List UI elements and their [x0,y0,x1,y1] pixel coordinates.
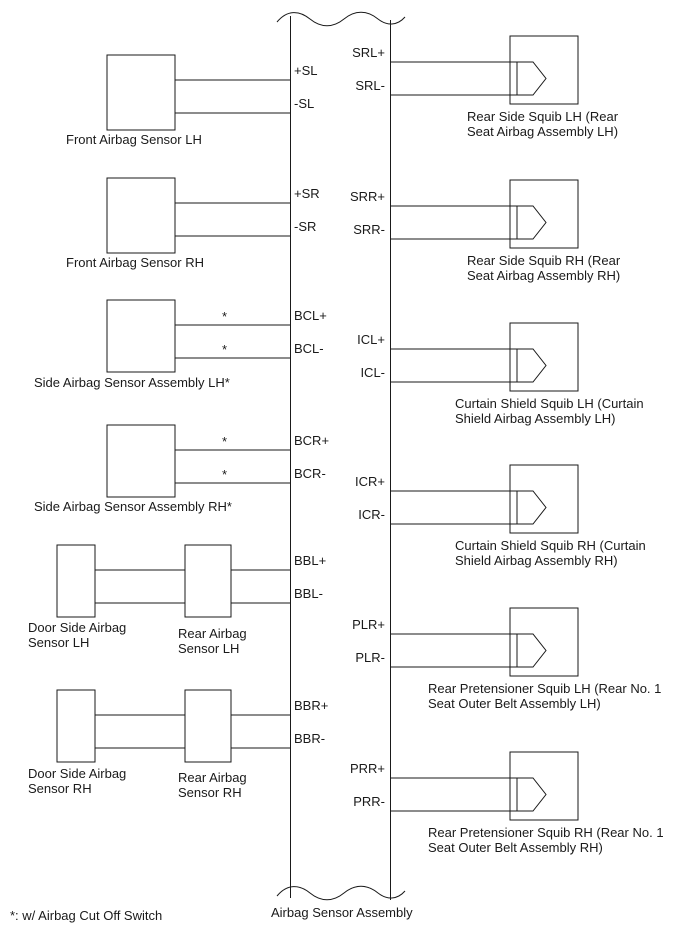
wire-asterisk: * [222,467,228,482]
pin-bbl-plus: BBL+ [294,553,327,568]
airbag-sensor-assembly-label: Airbag Sensor Assembly [271,905,413,920]
door-side-airbag-sensor-lh-label: Door Side Airbag Sensor LH [28,620,127,651]
rear-pretensioner-squib-rh-label: Rear Pretensioner Squib RH (Rear No. 1 S… [428,825,664,856]
squib-connector-icon [516,205,547,240]
pin-bcl-minus: BCL- [294,341,324,356]
pin-sr-minus: -SR [294,219,317,234]
rear-side-squib-rh-box [509,179,579,249]
rear-airbag-sensor-lh-box [184,544,232,618]
wire-asterisk: * [222,434,228,449]
left-wires [95,79,290,749]
curtain-shield-squib-rh-box [509,464,579,534]
airbag-sensor-assembly-box [276,11,406,901]
squib-connector-icon [516,61,547,96]
footnote: *: w/ Airbag Cut Off Switch [10,908,163,923]
front-airbag-sensor-lh-label: Front Airbag Sensor LH [66,132,202,147]
pin-sr-plus: +SR [294,186,320,201]
torn-edge-top [276,11,406,27]
pin-plr-minus: PLR- [355,650,385,665]
pin-plr-plus: PLR+ [352,617,385,632]
rear-side-squib-rh-label: Rear Side Squib RH (Rear Seat Airbag Ass… [467,253,621,284]
squib-connector-icon [516,633,547,668]
pin-sl-plus: +SL [294,63,318,78]
pin-prr-minus: PRR- [353,794,385,809]
side-airbag-sensor-assembly-rh-box [106,424,176,498]
rear-pretensioner-squib-lh-label: Rear Pretensioner Squib LH (Rear No. 1 S… [428,681,662,712]
pin-bbl-minus: BBL- [294,586,323,601]
front-airbag-sensor-lh-box [106,54,176,131]
rear-airbag-sensor-rh-label: Rear Airbag Sensor RH [178,770,247,801]
pin-prr-plus: PRR+ [349,761,385,776]
pin-srl-minus: SRL- [355,78,385,93]
rear-side-squib-lh-box [509,35,579,105]
front-airbag-sensor-rh-label: Front Airbag Sensor RH [66,255,205,270]
rear-pretensioner-squib-rh-box [509,751,579,821]
rear-side-squib-lh-label: Rear Side Squib LH (Rear Seat Airbag Ass… [467,109,619,140]
curtain-shield-squib-lh-box [509,322,579,392]
pin-icr-plus: ICR+ [355,474,385,489]
pin-srr-plus: SRR+ [349,189,385,204]
pin-bcr-plus: BCR+ [294,433,330,448]
curtain-shield-squib-rh-label: Curtain Shield Squib RH (Curtain Shield … [455,538,646,569]
pin-bcl-plus: BCL+ [294,308,327,323]
right-wires [390,61,517,812]
pin-bbr-plus: BBR+ [294,698,329,713]
pin-sl-minus: -SL [294,96,315,111]
pin-icl-plus: ICL+ [357,332,385,347]
rear-pretensioner-squib-lh-box [509,607,579,677]
squib-connector-icon [516,777,547,812]
squib-connector-icon [516,348,547,383]
torn-edge-bottom [276,885,406,901]
front-airbag-sensor-rh-box [106,177,176,254]
side-airbag-sensor-assembly-lh-label: Side Airbag Sensor Assembly LH* [34,375,230,390]
side-airbag-sensor-assembly-rh-label: Side Airbag Sensor Assembly RH* [34,499,232,514]
wire-asterisk: * [222,309,228,324]
squib-connector-symbols [516,61,547,812]
side-airbag-sensor-assembly-lh-box [106,299,176,373]
pin-srl-plus: SRL+ [352,45,385,60]
pin-icr-minus: ICR- [358,507,385,522]
door-side-airbag-sensor-rh-box [56,689,96,763]
pin-bbr-minus: BBR- [294,731,326,746]
wire-asterisk: * [222,342,228,357]
squib-connector-icon [516,490,547,525]
door-side-airbag-sensor-lh-box [56,544,96,618]
curtain-shield-squib-lh-label: Curtain Shield Squib LH (Curtain Shield … [455,396,644,427]
pin-bcr-minus: BCR- [294,466,326,481]
rear-airbag-sensor-lh-label: Rear Airbag Sensor LH [178,626,247,657]
rear-airbag-sensor-rh-box [184,689,232,763]
door-side-airbag-sensor-rh-label: Door Side Airbag Sensor RH [28,766,127,797]
pin-icl-minus: ICL- [360,365,385,380]
pin-srr-minus: SRR- [353,222,385,237]
